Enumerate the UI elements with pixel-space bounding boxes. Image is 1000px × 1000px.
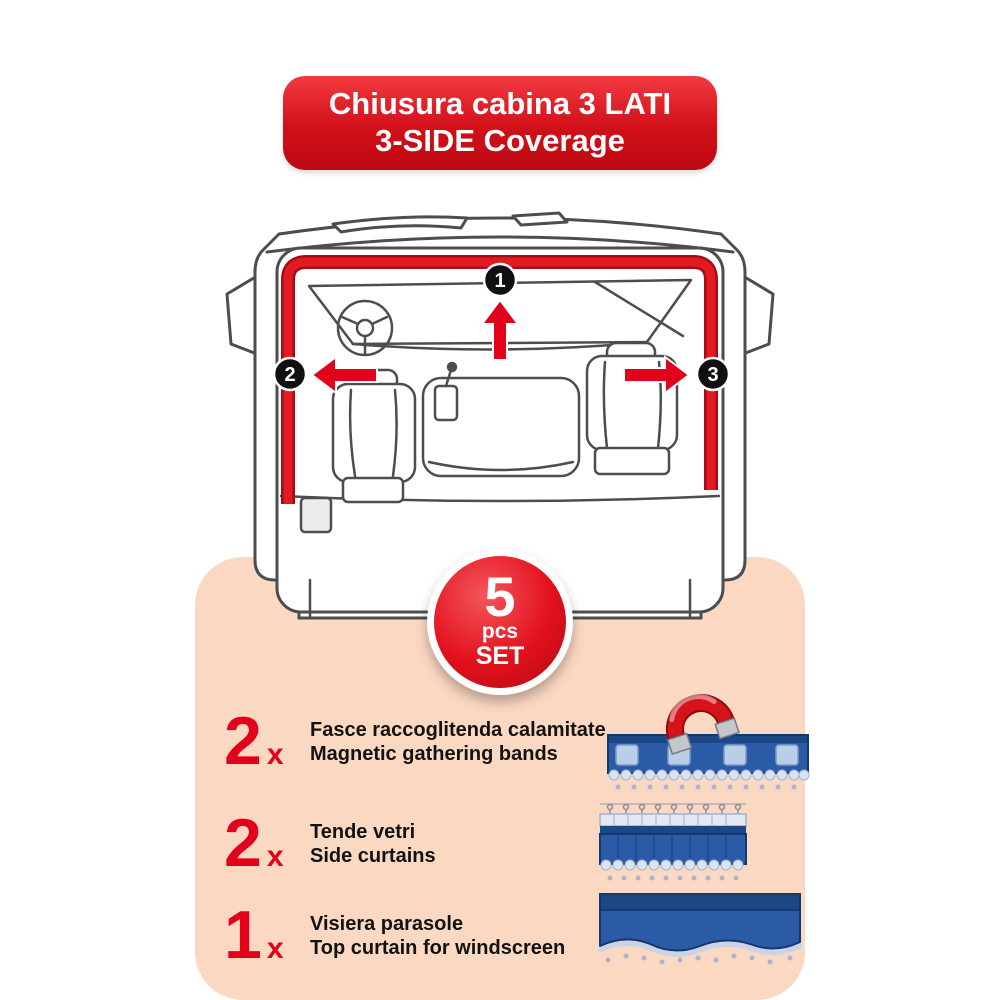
curtain-hooks xyxy=(600,803,746,814)
marker-2-number: 2 xyxy=(284,364,295,386)
curtain-track xyxy=(281,255,718,504)
passenger-seat-base xyxy=(593,446,671,476)
roof-edge-line xyxy=(265,235,735,254)
driver-seat-stitching xyxy=(348,388,398,478)
list-item: 2 x Tende vetri Side curtains xyxy=(224,798,804,890)
quantity-number: 2 xyxy=(224,805,262,882)
set-count-badge: 5 pcs SET xyxy=(427,549,573,695)
set-label: SET xyxy=(475,642,525,671)
marker-2-circle xyxy=(272,356,308,392)
engine-tunnel xyxy=(421,376,581,478)
magnet-pockets xyxy=(614,744,799,766)
quantity-times: x xyxy=(266,932,284,966)
fringe-dots xyxy=(615,784,797,790)
floor-line xyxy=(279,494,721,503)
driver-seat-base xyxy=(341,476,405,504)
item-name-english: Side curtains xyxy=(310,845,436,867)
item-quantity: 2 x xyxy=(224,805,310,882)
item-labels: Fasce raccoglitenda calamitate Magnetic … xyxy=(310,718,606,767)
roof-detail-left xyxy=(331,215,469,234)
quantity-number: 1 xyxy=(224,897,262,974)
cabin-illustration: 1 2 3 xyxy=(225,211,775,620)
item-name-english: Magnetic gathering bands xyxy=(310,743,558,765)
scallop-trim xyxy=(598,941,803,957)
left-deflector xyxy=(225,274,259,356)
steering-hub xyxy=(355,318,375,338)
arrow-up-icon xyxy=(480,298,520,361)
gear-knob xyxy=(446,361,458,373)
door-sills xyxy=(308,578,692,618)
right-deflector xyxy=(741,274,775,356)
arrow-right-icon xyxy=(623,355,691,395)
list-item: 1 x Visiera parasole Top curtain for win… xyxy=(224,890,804,982)
marker-1-circle xyxy=(482,262,518,298)
scallop-trim xyxy=(608,769,810,781)
roof-detail-right xyxy=(511,211,569,227)
quantity-times: x xyxy=(266,738,284,772)
steering-spokes xyxy=(340,315,389,355)
quantity-number: 2 xyxy=(224,703,262,780)
steering-wheel xyxy=(336,299,394,357)
driver-seat xyxy=(331,382,417,484)
item-quantity: 1 x xyxy=(224,897,310,974)
item-name-italian: Fasce raccoglitenda calamitate xyxy=(310,718,606,741)
sun-visor-fold xyxy=(593,280,685,338)
gear-stick xyxy=(444,368,453,388)
title-line-italian: Chiusura cabina 3 LATI xyxy=(328,86,672,122)
fringe-dots xyxy=(605,953,793,965)
gear-console xyxy=(433,384,459,422)
marker-3-circle xyxy=(695,356,731,392)
set-quantity: 5 xyxy=(484,565,516,629)
marker-3-number: 3 xyxy=(707,364,718,386)
item-quantity: 2 x xyxy=(224,703,310,780)
quantity-times: x xyxy=(266,840,284,874)
side-curtain-illustration xyxy=(599,803,747,881)
list-item: 2 x Fasce raccoglitenda calamitate Magne… xyxy=(224,686,810,798)
item-labels: Visiera parasole Top curtain for windscr… xyxy=(310,912,598,961)
tunnel-contour xyxy=(427,460,575,472)
arrow-left-icon xyxy=(310,355,378,395)
marker-1-number: 1 xyxy=(494,270,505,292)
set-unit: pcs xyxy=(481,620,519,644)
windscreen-curtain-illustration xyxy=(598,893,803,965)
title-banner: Chiusura cabina 3 LATI 3-SIDE Coverage xyxy=(283,76,717,170)
fringe-dots xyxy=(607,875,739,881)
item-name-italian: Visiera parasole xyxy=(310,912,464,935)
item-name-italian: Tende vetri xyxy=(310,820,416,843)
magnetic-band-illustration xyxy=(606,693,810,790)
item-labels: Tende vetri Side curtains xyxy=(310,820,598,869)
title-line-english: 3-SIDE Coverage xyxy=(375,123,625,158)
horseshoe-magnet-icon xyxy=(665,693,740,756)
side-vent xyxy=(299,496,333,534)
item-name-english: Top curtain for windscreen xyxy=(310,937,566,959)
direction-arrows xyxy=(310,298,691,395)
scallop-trim xyxy=(600,859,744,871)
number-markers: 1 2 3 xyxy=(272,262,731,392)
